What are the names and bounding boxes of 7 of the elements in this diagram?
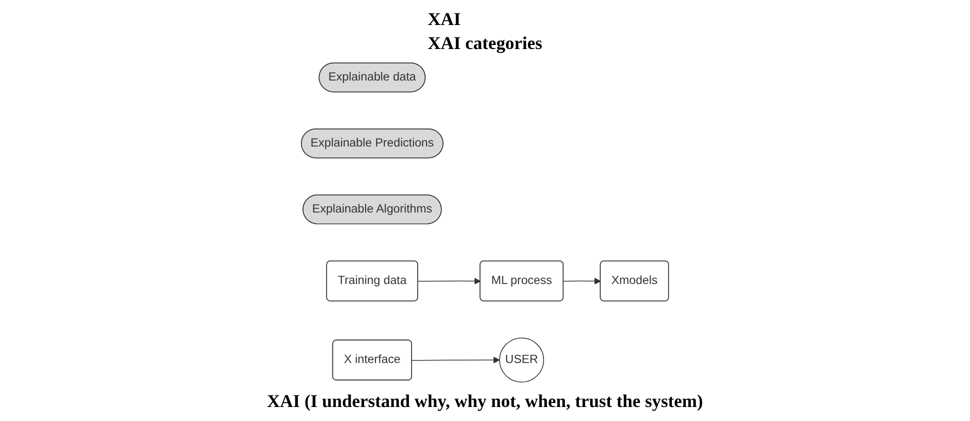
heading-text: XAI categories (428, 33, 542, 54)
arrow (563, 278, 601, 284)
arrow (418, 278, 481, 284)
caption-text: XAI (I understand why, why not, when, trust the system) (266, 391, 704, 412)
heading-text: XAI (428, 9, 462, 30)
arrow (412, 356, 500, 364)
node-circle: USER (499, 338, 544, 382)
